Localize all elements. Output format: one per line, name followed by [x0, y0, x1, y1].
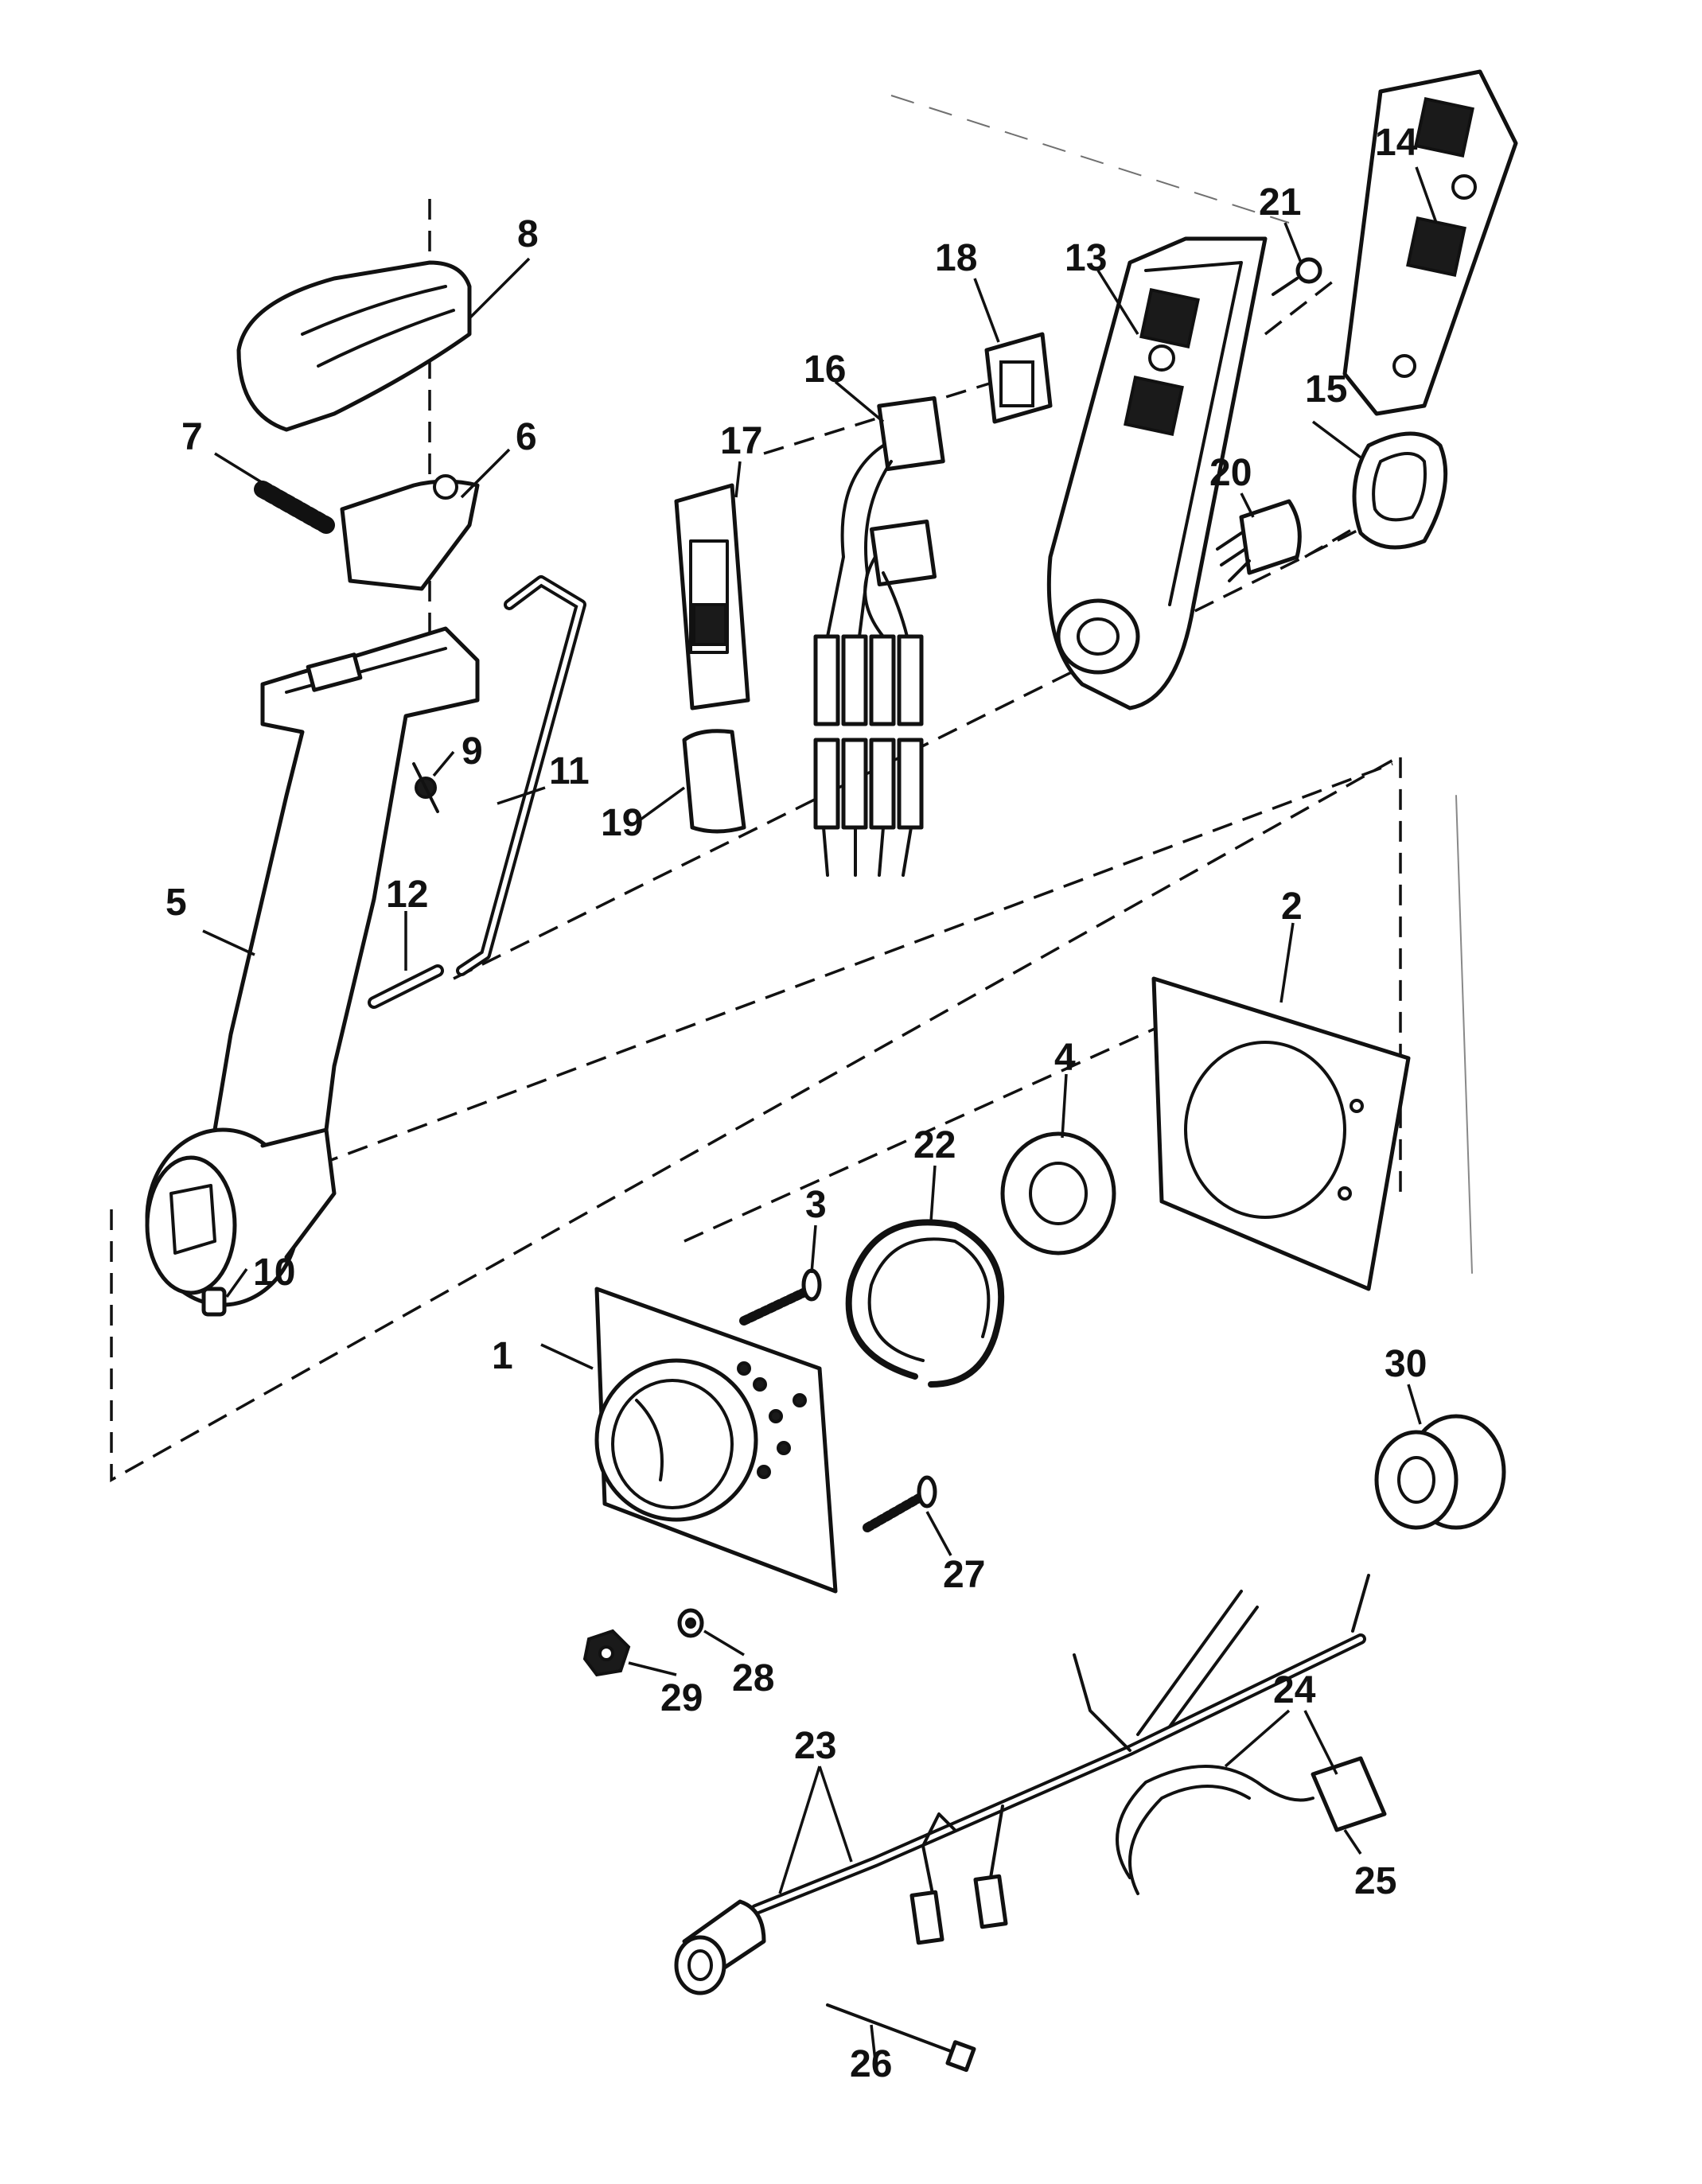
part-24-switch-lead: [1116, 1765, 1314, 1895]
part-16-switch-harness: [813, 396, 945, 877]
part-5-control-arm: [145, 626, 480, 1307]
part-15-gasket: [1352, 431, 1448, 550]
callout-30: 30: [1385, 1343, 1427, 1385]
part-22-snap-ring: [845, 1219, 1005, 1388]
callout-24: 24: [1273, 1669, 1316, 1711]
callout-11: 11: [549, 750, 590, 792]
part-6-latch: [340, 474, 480, 591]
part-20-plug: [1216, 499, 1302, 582]
callout-12: 12: [386, 874, 428, 916]
callout-13: 13: [1065, 237, 1107, 279]
callout-19: 19: [601, 802, 643, 844]
callout-26: 26: [850, 2043, 892, 2085]
callout-28: 28: [732, 1657, 774, 1699]
part-19-block: [682, 729, 746, 834]
part-9-screw: [412, 762, 439, 813]
callout-17: 17: [720, 420, 762, 462]
leader-lines: [202, 166, 1438, 2061]
scan-edge-lines: [890, 95, 1473, 1274]
part-12-pin: [368, 964, 444, 1009]
callout-20: 20: [1209, 452, 1252, 494]
callout-8: 8: [517, 213, 539, 255]
part-27-screw: [863, 1475, 937, 1532]
part-29-nut: [582, 1629, 631, 1677]
part-23-wiring-harness: [674, 1574, 1370, 1995]
callout-29: 29: [660, 1677, 703, 1719]
callout-3: 3: [805, 1184, 827, 1226]
callout-14: 14: [1375, 122, 1418, 164]
part-10-set-screw: [201, 1287, 227, 1317]
part-17-switch-housing: [674, 483, 750, 710]
callout-6: 6: [516, 416, 537, 458]
callout-4: 4: [1054, 1037, 1076, 1079]
part-2-mounting-plate: [1151, 976, 1411, 1291]
callout-9: 9: [462, 730, 483, 773]
part-25-switch: [1311, 1756, 1387, 1832]
callout-16: 16: [804, 348, 846, 391]
callout-10: 10: [253, 1252, 295, 1294]
callout-25: 25: [1354, 1860, 1396, 1902]
callout-7: 7: [181, 416, 203, 458]
callout-1: 1: [492, 1335, 513, 1377]
part-30-collar: [1374, 1414, 1506, 1530]
part-8-handle-cap: [236, 260, 472, 432]
part-13-cover: [1046, 236, 1268, 710]
callout-27: 27: [943, 1554, 985, 1596]
callout-18: 18: [935, 237, 977, 279]
part-28-washer: [677, 1608, 704, 1638]
part-18-connector: [984, 332, 1053, 424]
callout-5: 5: [166, 882, 187, 924]
part-1-control-base: [594, 1287, 838, 1594]
part-21-screw: [1272, 257, 1322, 296]
callout-2: 2: [1281, 886, 1303, 928]
part-11-shift-rod: [456, 575, 586, 976]
part-3-screw: [739, 1268, 822, 1326]
callout-labels: 1 2 3 4 5 6 7 8 9 10 11 12 13 14 15 16 1…: [166, 122, 1427, 2085]
part-26-cable-tie: [826, 2003, 976, 2073]
callout-15: 15: [1305, 368, 1347, 411]
callout-21: 21: [1259, 181, 1301, 224]
part-14-decal-plate: [1342, 69, 1518, 416]
part-4-ring-plate: [1000, 1131, 1116, 1256]
part-7-spring: [254, 481, 335, 534]
callout-23: 23: [794, 1725, 836, 1767]
callout-22: 22: [913, 1124, 956, 1166]
